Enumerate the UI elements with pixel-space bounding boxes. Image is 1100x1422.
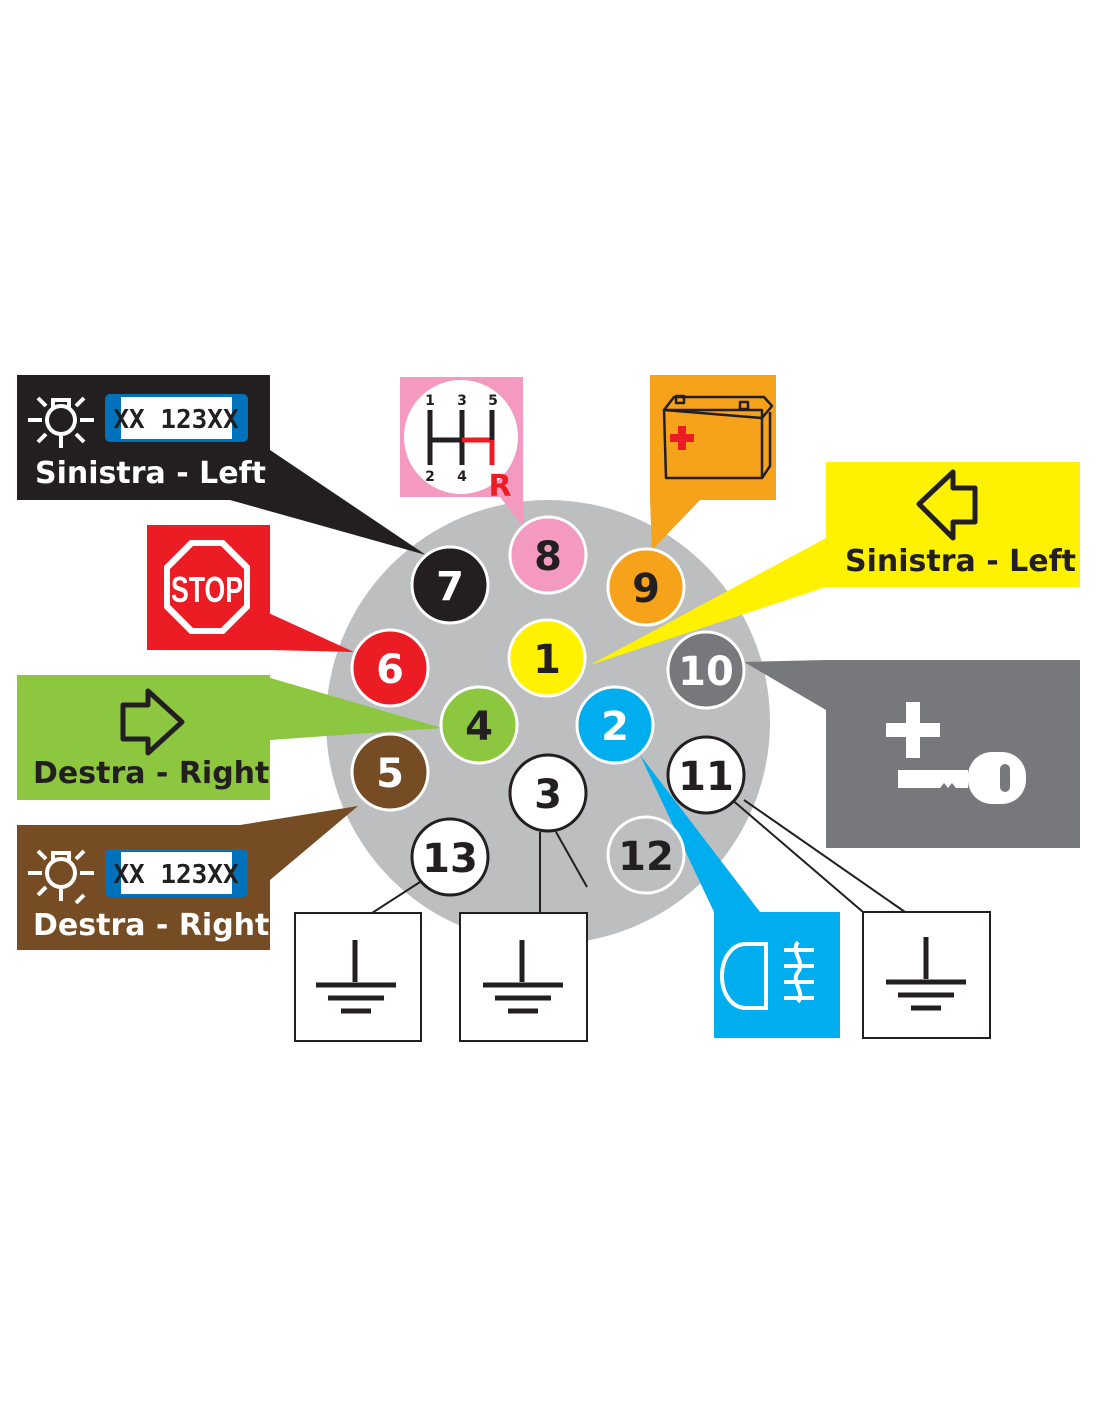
reverse-label: R (488, 469, 511, 504)
plate-text: XX 123XX (113, 405, 239, 435)
plate-text: XX 123XX (113, 860, 239, 890)
pin-4: 4 (439, 685, 519, 765)
pin-12: 12 (606, 815, 686, 895)
pin-2: 2 (575, 685, 655, 765)
pin-number: 1 (533, 637, 561, 683)
pin-circle (666, 630, 746, 710)
pin-9: 9 (606, 547, 686, 627)
pin-3: 3 (508, 753, 588, 833)
callout-pin11 (729, 797, 991, 1039)
gear-shift-reverse-icon: 1 3 5 2 4 R (425, 393, 511, 504)
pin-number: 9 (632, 566, 660, 612)
pin-number: 4 (465, 704, 493, 750)
pin-number: 2 (601, 704, 629, 750)
gear-label: 4 (457, 469, 467, 485)
gear-label: 1 (425, 393, 435, 409)
gear-label: 5 (488, 393, 498, 409)
pin-circle (508, 753, 588, 833)
pin-number: 12 (618, 834, 674, 880)
ground-icon (886, 937, 966, 1011)
callout-pin7: XX 123XX Sinistra - Left (17, 375, 426, 555)
callout-label: Sinistra - Left (35, 456, 266, 491)
callout-label: Sinistra - Left (845, 544, 1076, 579)
pin-circle (410, 817, 490, 897)
callout-pin5: XX 123XX Destra - Right (17, 806, 358, 950)
pin-circle (508, 515, 588, 595)
pin-number: 11 (678, 754, 734, 800)
license-plate: XX 123XX (105, 394, 248, 442)
pin-10: 10 (666, 630, 746, 710)
pin-5: 5 (350, 732, 430, 812)
pin-6: 6 (350, 628, 430, 708)
pin-8: 8 (508, 515, 588, 595)
pin-1: 1 (507, 618, 587, 698)
pin-number: 13 (422, 836, 478, 882)
ground-icon (483, 940, 563, 1014)
gear-label: 2 (425, 469, 435, 485)
callout-pin10 (744, 660, 1080, 848)
stop-sign-icon: STOP (164, 540, 250, 634)
pin-circle (410, 545, 490, 625)
pin-circle (350, 628, 430, 708)
callout-pin6: STOP (147, 525, 354, 652)
arrow-right-icon (120, 688, 185, 756)
pin-number: 3 (534, 772, 562, 818)
pin-number: 10 (678, 649, 734, 695)
side-light-icon (28, 849, 94, 905)
side-light-icon (28, 396, 94, 448)
callout-pin8: 1 3 5 2 4 R (400, 377, 524, 528)
pin-circle (507, 618, 587, 698)
callout-label: Destra - Right (33, 756, 269, 791)
callout-pin3 (459, 831, 588, 1042)
stop-text: STOP (171, 569, 243, 610)
callout-label: Destra - Right (33, 908, 269, 943)
callout-pin9 (650, 375, 776, 550)
ignition-plus-key-icon (886, 702, 1026, 804)
pin-number: 5 (376, 751, 404, 797)
pin-7: 7 (410, 545, 490, 625)
battery-icon (662, 394, 774, 480)
pin-circle (606, 547, 686, 627)
pin-circle (350, 732, 430, 812)
license-plate: XX 123XX (105, 849, 248, 897)
pin-circle (606, 815, 686, 895)
callout-pin4: Destra - Right (17, 675, 442, 800)
callout-pin2 (640, 755, 840, 1038)
pin-number: 7 (436, 564, 464, 610)
fog-light-icon (719, 940, 814, 1010)
pin-13: 13 (410, 817, 490, 897)
pin-11: 11 (666, 735, 746, 815)
callout-pin1: Sinistra - Left (590, 462, 1080, 665)
pin-circle (575, 685, 655, 765)
pin-number: 8 (534, 534, 562, 580)
pin-circle (666, 735, 746, 815)
ground-icon (316, 940, 396, 1014)
callout-pin13 (294, 881, 422, 1042)
pin-number: 6 (376, 647, 404, 693)
pin-circle (439, 685, 519, 765)
gear-label: 3 (457, 393, 467, 409)
arrow-left-icon (916, 469, 978, 541)
